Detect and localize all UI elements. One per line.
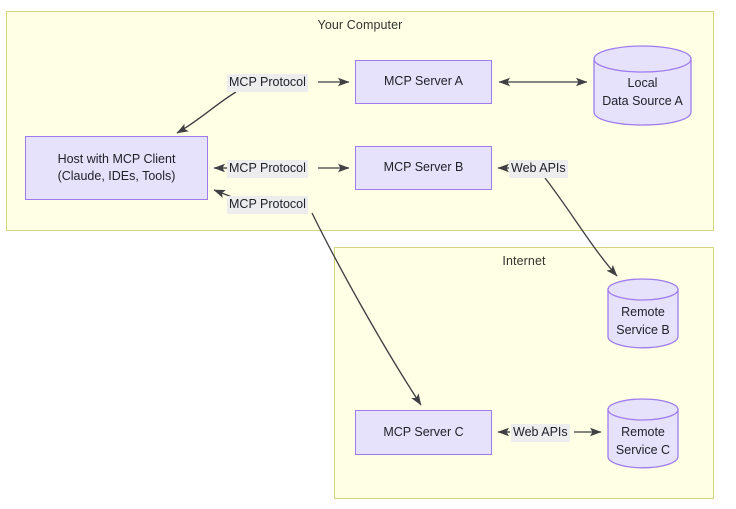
node-remote-service-b[interactable]: Remote Service B [607, 278, 679, 349]
node-local-data-source-a[interactable]: Local Data Source A [593, 45, 692, 126]
edge-mcp-protocol-c-to-server-c [311, 212, 422, 406]
node-host-line1: Host with MCP Client [57, 151, 176, 166]
cylinder-shape [607, 278, 679, 349]
node-remote-service-c[interactable]: Remote Service C [607, 398, 679, 469]
node-mcp-server-a-label: MCP Server A [384, 74, 463, 89]
node-mcp-server-b-label: MCP Server B [383, 160, 464, 175]
edge-web-apis-b-to-remote-b [544, 177, 618, 277]
edge-label-mcp-protocol-b: MCP Protocol [227, 160, 308, 178]
cylinder-shape [593, 45, 692, 126]
node-mcp-server-a[interactable]: MCP Server A [355, 60, 492, 104]
edge-label-mcp-protocol-a: MCP Protocol [227, 74, 308, 92]
edge-mcp-protocol-c-left [213, 189, 233, 199]
cylinder-shape [607, 398, 679, 469]
group-internet-title: Internet [502, 254, 546, 268]
edge-label-web-apis-b: Web APIs [509, 160, 568, 178]
group-your-computer-title: Your Computer [317, 18, 403, 32]
node-mcp-server-c[interactable]: MCP Server C [355, 410, 492, 455]
node-mcp-server-b[interactable]: MCP Server B [355, 146, 492, 190]
node-host-line2: (Claude, IDEs, Tools) [57, 169, 176, 183]
edge-label-web-apis-c: Web APIs [511, 424, 570, 442]
node-mcp-server-c-label: MCP Server C [383, 424, 464, 439]
edge-mcp-protocol-a-to-host [176, 91, 237, 134]
node-host-with-mcp-client[interactable]: Host with MCP Client (Claude, IDEs, Tool… [25, 136, 208, 200]
edge-label-mcp-protocol-c: MCP Protocol [227, 196, 308, 214]
